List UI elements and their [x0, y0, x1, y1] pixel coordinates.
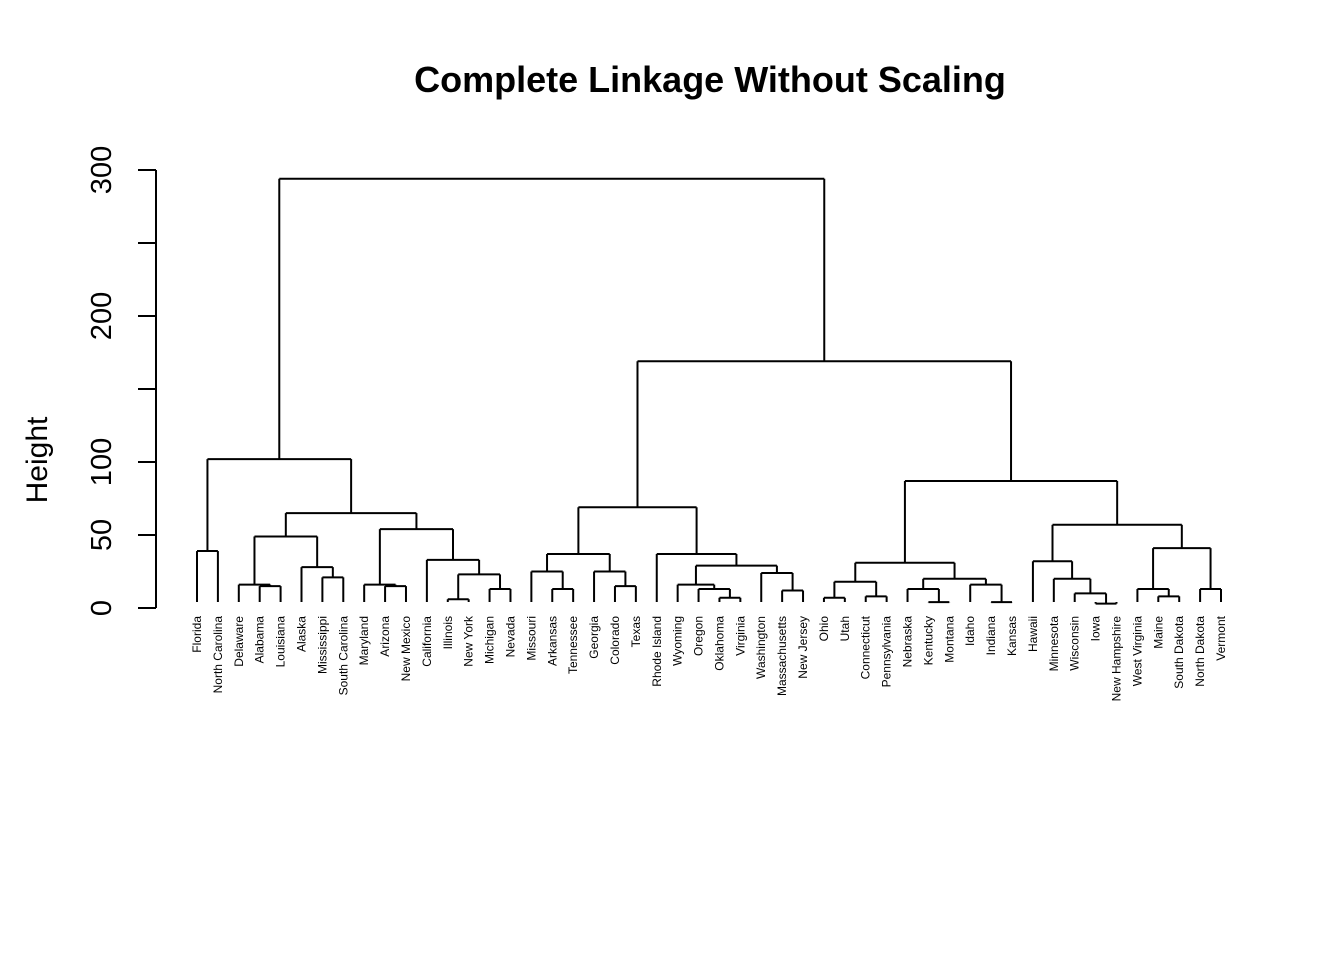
leaf-label-missouri: Missouri [524, 616, 538, 661]
leaf-label-north-dakota: North Dakota [1193, 616, 1207, 687]
leaf-label-maryland: Maryland [357, 616, 371, 665]
leaf-label-connecticut: Connecticut [859, 615, 873, 679]
leaf-label-montana: Montana [942, 616, 956, 663]
leaf-label-california: California [420, 616, 434, 667]
leaf-label-vermont: Vermont [1214, 615, 1228, 660]
leaf-label-arkansas: Arkansas [545, 616, 559, 666]
leaf-label-new-mexico: New Mexico [399, 616, 413, 682]
chart-title: Complete Linkage Without Scaling [414, 59, 1006, 100]
leaf-label-nevada: Nevada [503, 616, 517, 658]
y-tick-label-300: 300 [86, 146, 118, 194]
leaf-label-utah: Utah [838, 616, 852, 641]
leaf-label-south-carolina: South Carolina [336, 616, 350, 696]
leaf-label-hawaii: Hawaii [1026, 616, 1040, 652]
y-axis-label: Height [21, 416, 54, 503]
y-tick-label-100: 100 [86, 438, 118, 486]
y-tick-label-200: 200 [86, 292, 118, 340]
leaf-label-ohio: Ohio [817, 616, 831, 642]
leaf-label-illinois: Illinois [441, 616, 455, 649]
leaf-label-colorado: Colorado [608, 616, 622, 665]
leaf-label-south-dakota: South Dakota [1172, 616, 1186, 689]
leaf-labels: Florida North Carolina Delaware Alabama Loui… [190, 615, 1228, 701]
leaf-label-wisconsin: Wisconsin [1068, 616, 1082, 671]
leaf-label-idaho: Idaho [963, 616, 977, 646]
leaf-label-alabama: Alabama [253, 616, 267, 664]
leaf-label-new-jersey: New Jersey [796, 616, 810, 679]
leaf-label-indiana: Indiana [984, 616, 998, 656]
leaf-label-iowa: Iowa [1089, 616, 1103, 642]
leaf-label-alaska: Alaska [294, 616, 308, 652]
leaf-label-west-virginia: West Virginia [1130, 616, 1144, 687]
leaf-label-florida: Florida [190, 616, 204, 653]
leaf-label-arizona: Arizona [378, 616, 392, 657]
y-tick-label-0: 0 [86, 600, 118, 616]
y-axis: 0 50 100 200 300 [86, 146, 157, 616]
leaf-label-minnesota: Minnesota [1047, 616, 1061, 672]
leaf-label-maine: Maine [1151, 616, 1165, 649]
leaf-label-michigan: Michigan [483, 616, 497, 664]
leaf-label-new-york: New York [462, 615, 476, 667]
dendrogram-tree [196, 177, 1222, 605]
leaf-label-oregon: Oregon [692, 616, 706, 656]
leaf-label-rhode-island: Rhode Island [650, 616, 664, 687]
leaf-label-delaware: Delaware [232, 616, 246, 667]
leaf-label-tennessee: Tennessee [566, 616, 580, 674]
leaf-label-kansas: Kansas [1005, 616, 1019, 656]
leaf-label-north-carolina: North Carolina [211, 616, 225, 694]
leaf-label-virginia: Virginia [733, 616, 747, 656]
leaf-label-texas: Texas [629, 616, 643, 647]
leaf-label-mississippi: Mississippi [315, 616, 329, 674]
leaf-label-kentucky: Kentucky [921, 616, 935, 665]
leaf-label-new-hampshire: New Hampshire [1110, 616, 1124, 702]
leaf-label-nebraska: Nebraska [901, 616, 915, 668]
leaf-label-massachusetts: Massachusetts [775, 616, 789, 696]
leaf-label-pennsylvania: Pennsylvania [880, 616, 894, 688]
leaf-label-louisiana: Louisiana [274, 616, 288, 668]
y-tick-label-50: 50 [86, 519, 118, 551]
leaf-label-wyoming: Wyoming [671, 616, 685, 666]
leaf-label-washington: Washington [754, 616, 768, 679]
leaf-label-oklahoma: Oklahoma [712, 616, 726, 671]
leaf-label-georgia: Georgia [587, 616, 601, 659]
